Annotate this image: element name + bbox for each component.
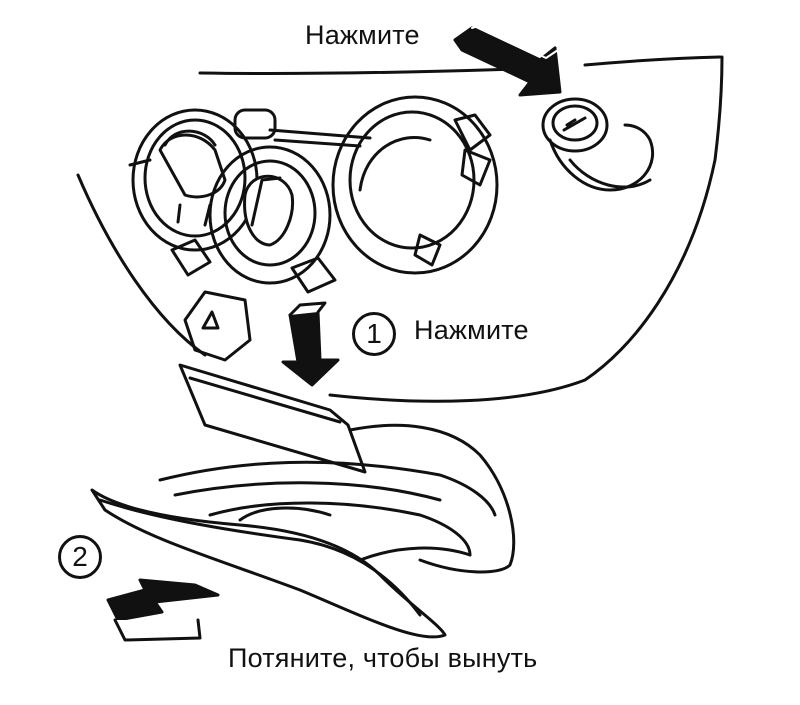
lighter-socket xyxy=(541,97,655,192)
hazard-button xyxy=(183,290,252,362)
step2-pull-label: Потяните, чтобы вынуть xyxy=(228,643,538,673)
trim-panel xyxy=(178,363,516,574)
top-press-label: Нажмите xyxy=(305,20,420,50)
dash-top-trim-line xyxy=(198,55,722,76)
step1-press-label: Нажмите xyxy=(414,315,529,345)
small-button-left xyxy=(170,238,212,277)
dashboard-outline xyxy=(76,55,724,403)
right-rotary-knob xyxy=(331,95,499,275)
step2-pull-arrow xyxy=(106,578,220,642)
left-rotary-knob xyxy=(128,108,372,252)
step1-number-badge: 1 xyxy=(352,312,396,356)
step1-press-arrow xyxy=(281,301,340,387)
middle-rotary-knob xyxy=(208,145,332,285)
small-button-middle xyxy=(290,256,337,294)
top-press-arrow xyxy=(453,25,562,97)
storage-tray xyxy=(90,460,497,639)
step2-number-badge: 2 xyxy=(58,535,102,579)
